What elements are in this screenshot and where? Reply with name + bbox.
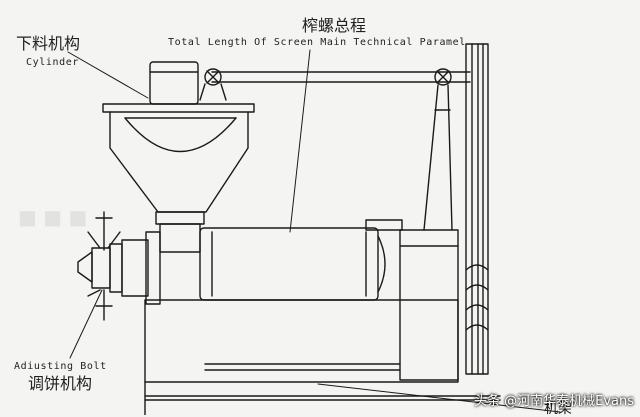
label-cake-adjusting-mechanism: 调饼机构: [28, 374, 93, 393]
feed-motor-box: [149, 61, 199, 105]
label-feed-mechanism: 下料机构: [16, 34, 81, 53]
top-shaft: [211, 71, 471, 83]
press-barrel: [199, 219, 403, 301]
machine-frame: [144, 299, 501, 415]
background-bleed-text: ■ ■ ■: [18, 205, 88, 229]
leader-lines: [67, 49, 561, 413]
label-adjusting-bolt-en: Adiusting Bolt: [14, 361, 107, 372]
small-pulley-right: [423, 68, 453, 231]
small-pulley-left: [199, 68, 227, 101]
label-frame: 机架: [544, 401, 572, 417]
label-screw-total-length-en: Total Length Of Screen Main Technical Pa…: [168, 37, 466, 48]
main-drive-pulley: [465, 43, 489, 375]
label-screw-total-length: 榨螺总程: [302, 16, 367, 35]
label-feed-mechanism-en: Cylinder: [26, 57, 79, 68]
adjusting-wheel: [87, 211, 121, 321]
hopper: [102, 103, 255, 253]
gear-housing: [399, 229, 459, 381]
watermark: 头条 @河南华泰机械Evans: [473, 394, 634, 409]
adjusting-cone: [77, 231, 161, 305]
